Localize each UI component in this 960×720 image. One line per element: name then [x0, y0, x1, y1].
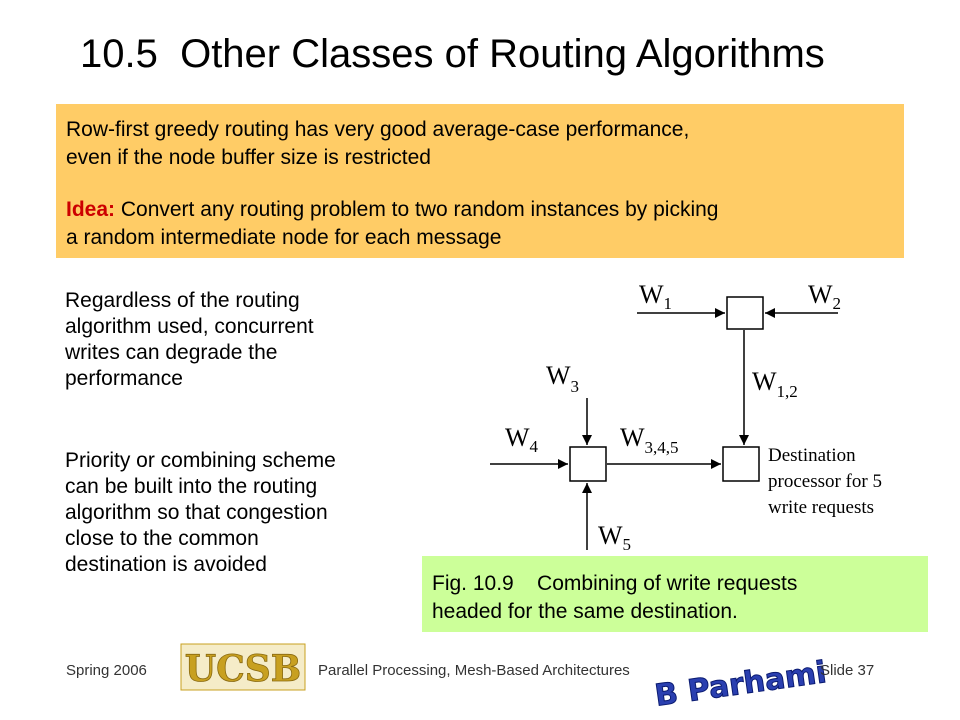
footer-course-title: Parallel Processing, Mesh-Based Architec… [318, 662, 630, 679]
callout-line: Convert any routing problem to two rando… [115, 198, 719, 221]
body-paragraph-1: Regardless of the routing algorithm used… [65, 288, 425, 392]
idea-label: Idea: [66, 198, 116, 221]
body-line: algorithm so that congestion [65, 501, 328, 524]
body-line: can be built into the routing [65, 475, 318, 498]
label-w3: W3 [546, 361, 579, 396]
body-line: algorithm used, concurrent [65, 315, 314, 338]
callout-box: Row-first greedy routing has very good a… [56, 104, 904, 258]
callout-paragraph-2: Idea: Convert any routing problem to two… [66, 196, 719, 252]
footer-date: Spring 2006 [66, 662, 147, 679]
footer-slide-number: Slide 37 [820, 662, 875, 679]
callout-line: even if the node buffer size is restrict… [66, 146, 431, 169]
label-w1: W1 [639, 280, 672, 313]
callout-line: a random intermediate node for each mess… [66, 226, 502, 249]
svg-text:UCSB: UCSB [185, 648, 301, 690]
node-left [569, 446, 607, 482]
body-line: performance [65, 367, 183, 390]
body-line: Regardless of the routing [65, 289, 300, 312]
body-paragraph-2: Priority or combining scheme can be buil… [65, 448, 425, 578]
body-line: Priority or combining scheme [65, 449, 336, 472]
callout-paragraph-1: Row-first greedy routing has very good a… [66, 116, 689, 172]
label-w12: W1,2 [752, 367, 798, 401]
ucsb-logo: UCSB [180, 643, 306, 691]
node-top [726, 296, 764, 330]
node-destination [722, 446, 760, 482]
svg-text:B Parhami: B Parhami [653, 655, 829, 714]
callout-line: Row-first greedy routing has very good a… [66, 118, 690, 141]
destination-label: Destination processor for 5 write reques… [768, 445, 887, 518]
body-line: close to the common [65, 527, 259, 550]
caption-line: Fig. 10.9 Combining of write requests [432, 572, 798, 595]
label-w4: W4 [505, 423, 539, 456]
author-signature: B Parhami [652, 655, 829, 715]
caption-line: headed for the same destination. [432, 600, 738, 623]
body-line: writes can degrade the [65, 341, 278, 364]
body-line: destination is avoided [65, 553, 267, 576]
label-w5: W5 [598, 521, 631, 554]
slide-title: 10.5 Other Classes of Routing Algorithms [80, 32, 825, 76]
label-w2: W2 [808, 280, 841, 313]
label-w345: W3,4,5 [620, 423, 679, 457]
figure-caption: Fig. 10.9 Combining of write requests he… [422, 556, 928, 632]
